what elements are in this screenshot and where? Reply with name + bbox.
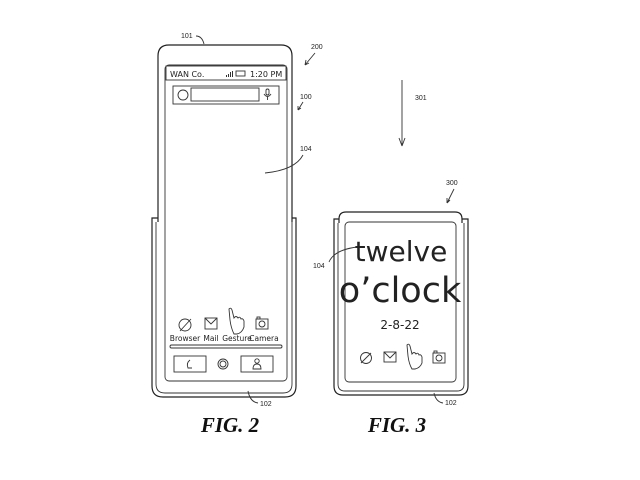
globe-icon[interactable] xyxy=(360,352,372,364)
globe-icon xyxy=(178,318,192,332)
hand-pointer-icon xyxy=(228,307,245,335)
ref-104: 104 xyxy=(313,263,325,270)
ref-104: 104 xyxy=(300,146,312,153)
search-input[interactable] xyxy=(190,87,260,102)
camera-icon xyxy=(255,318,269,330)
app-label: Gesture xyxy=(222,334,252,343)
battery-icon xyxy=(235,70,246,77)
home-icon xyxy=(217,358,229,370)
clock-line1: twelve xyxy=(355,235,448,268)
app-mail[interactable]: Mail xyxy=(203,317,219,343)
phone-button[interactable] xyxy=(173,355,207,373)
search-widget[interactable] xyxy=(172,85,280,105)
phone-folded-top xyxy=(338,211,463,223)
clock-screen xyxy=(344,221,457,383)
phone-screen xyxy=(164,64,288,382)
status-bar xyxy=(165,65,287,81)
home-button[interactable] xyxy=(217,358,229,370)
ref-101: 101 xyxy=(181,33,193,40)
search-icon xyxy=(177,89,189,101)
ref-301: 301 xyxy=(415,95,427,102)
ref-100: 100 xyxy=(300,94,312,101)
contacts-button[interactable] xyxy=(240,355,274,373)
sleeve-body xyxy=(333,218,469,396)
phone-upper-body xyxy=(157,44,293,222)
ref-300: 300 xyxy=(446,180,458,187)
app-label: Mail xyxy=(203,334,218,343)
fig2-caption: FIG. 2 xyxy=(200,413,260,437)
signal-icon xyxy=(226,71,233,77)
app-label: Camera xyxy=(249,334,278,343)
fold-direction-arrow xyxy=(398,80,406,147)
ref-102: 102 xyxy=(260,401,272,408)
fig2-device: WAN Co. 1:20 PM Browser Mail Gesture xyxy=(151,33,323,437)
fig3-device: 301 300 twelve o’clock 2-8-22 104 102 FI… xyxy=(313,80,469,437)
contact-icon xyxy=(252,358,262,370)
app-label: Browser xyxy=(170,334,201,343)
dock-divider xyxy=(169,344,283,349)
sleeve-body xyxy=(151,217,297,398)
ref-102: 102 xyxy=(445,400,457,407)
fig3-caption: FIG. 3 xyxy=(367,413,426,437)
clock-date: 2-8-22 xyxy=(380,318,419,332)
envelope-icon[interactable] xyxy=(383,351,397,363)
status-time: 1:20 PM xyxy=(250,70,282,79)
carrier-label: WAN Co. xyxy=(170,70,204,79)
app-browser[interactable]: Browser xyxy=(170,318,201,343)
app-camera[interactable]: Camera xyxy=(249,316,279,343)
camera-icon[interactable] xyxy=(432,350,446,364)
clock-line2: o’clock xyxy=(339,271,462,311)
microphone-icon[interactable] xyxy=(263,88,272,100)
ref-200: 200 xyxy=(311,44,323,51)
app-gesture[interactable]: Gesture xyxy=(222,307,252,343)
hand-pointer-icon[interactable] xyxy=(406,343,423,370)
envelope-icon xyxy=(204,317,218,330)
phone-icon xyxy=(186,359,192,369)
